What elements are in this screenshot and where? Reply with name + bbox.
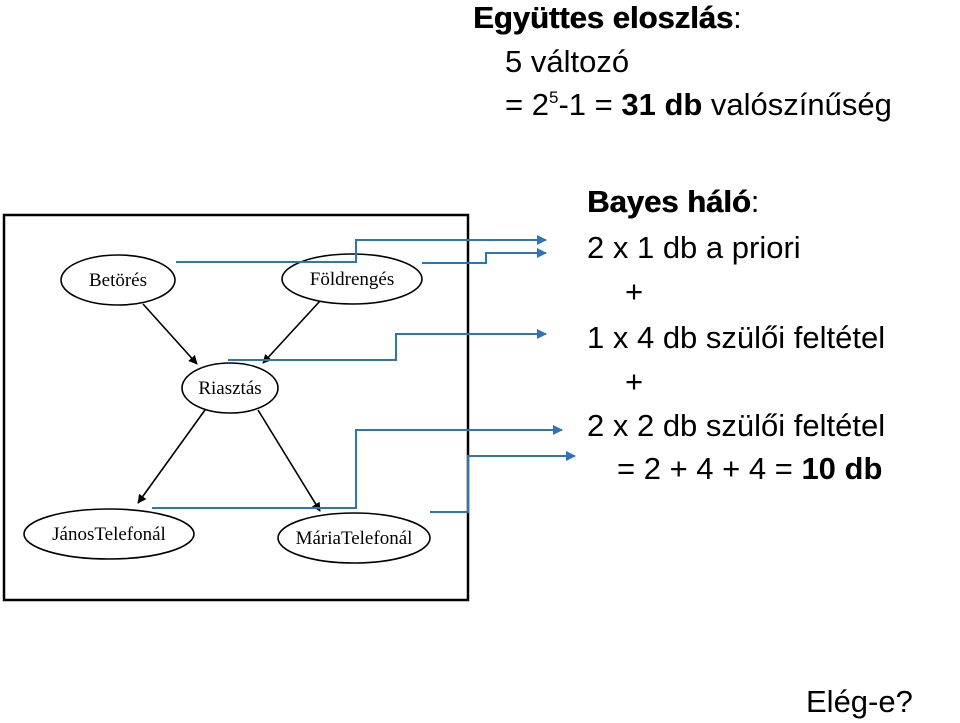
joint-formula-prefix: = 2 (505, 87, 549, 122)
joint-formula-mid: -1 = (558, 87, 622, 122)
bayes-plus-2: + (625, 364, 644, 399)
bayes-two-parent-line: 2 x 2 db szülői feltétel (587, 408, 886, 443)
joint-variables: 5 változó (505, 44, 630, 79)
connector-janos-two-parent (152, 425, 563, 509)
bayes-single-parent-line: 1 x 4 db szülői feltétel (587, 320, 886, 355)
edge-riasztas-maria (257, 409, 321, 512)
node-janos: JánosTelefonál (23, 508, 195, 560)
edge-betores-riasztas (142, 303, 198, 365)
node-ellipse (277, 512, 431, 564)
node-riasztas: Riasztás (181, 362, 279, 414)
connector-betores-prior (176, 235, 547, 263)
question-text: Elég-e? (806, 684, 913, 719)
joint-title-colon: : (733, 0, 742, 35)
joint-formula-exponent: 5 (548, 88, 559, 107)
connector-foldrenges-prior (422, 248, 547, 264)
node-maria: MáriaTelefonál (277, 512, 431, 564)
node-label-foldrenges: Földrengés (310, 269, 394, 290)
joint-formula: = 25-1 = 31 db valószínűség (505, 89, 892, 120)
bayes-plus-1: + (625, 274, 644, 309)
node-ellipse (23, 508, 195, 560)
bayes-title-colon: : (750, 184, 760, 219)
network-edges (137, 300, 321, 512)
bayes-title: Bayes háló (587, 184, 751, 219)
bayes-title-line: Bayes háló: (587, 186, 759, 217)
joint-title: Együttes eloszlás (473, 0, 734, 35)
node-label-betores: Betörés (89, 270, 147, 291)
edge-riasztas-janos (137, 409, 206, 504)
node-ellipse (181, 362, 279, 414)
bayes-sum-prefix: = 2 + 4 + 4 = (617, 451, 802, 486)
node-betores: Betörés (60, 254, 176, 306)
bayes-sum-total: 10 db (801, 451, 883, 486)
joint-formula-suffix: valószínűség (702, 87, 892, 122)
node-label-riasztas: Riasztás (198, 378, 261, 399)
node-ellipse (281, 253, 423, 305)
joint-count: 31 db (621, 87, 703, 122)
bayes-sum-line: = 2 + 4 + 4 = 10 db (617, 453, 882, 484)
bayes-prior-line: 2 x 1 db a priori (587, 230, 801, 265)
connector-lines (152, 235, 576, 513)
joint-title-line: Együttes eloszlás: (473, 2, 742, 33)
connector-maria-two-parent (430, 451, 576, 513)
node-foldrenges: Földrengés (281, 253, 423, 305)
node-label-janos: JánosTelefonál (52, 524, 166, 545)
connector-riasztas-single-parent (228, 329, 547, 361)
node-ellipse (60, 254, 176, 306)
node-label-maria: MáriaTelefonál (296, 528, 413, 549)
edge-foldrenges-riasztas (262, 300, 321, 364)
